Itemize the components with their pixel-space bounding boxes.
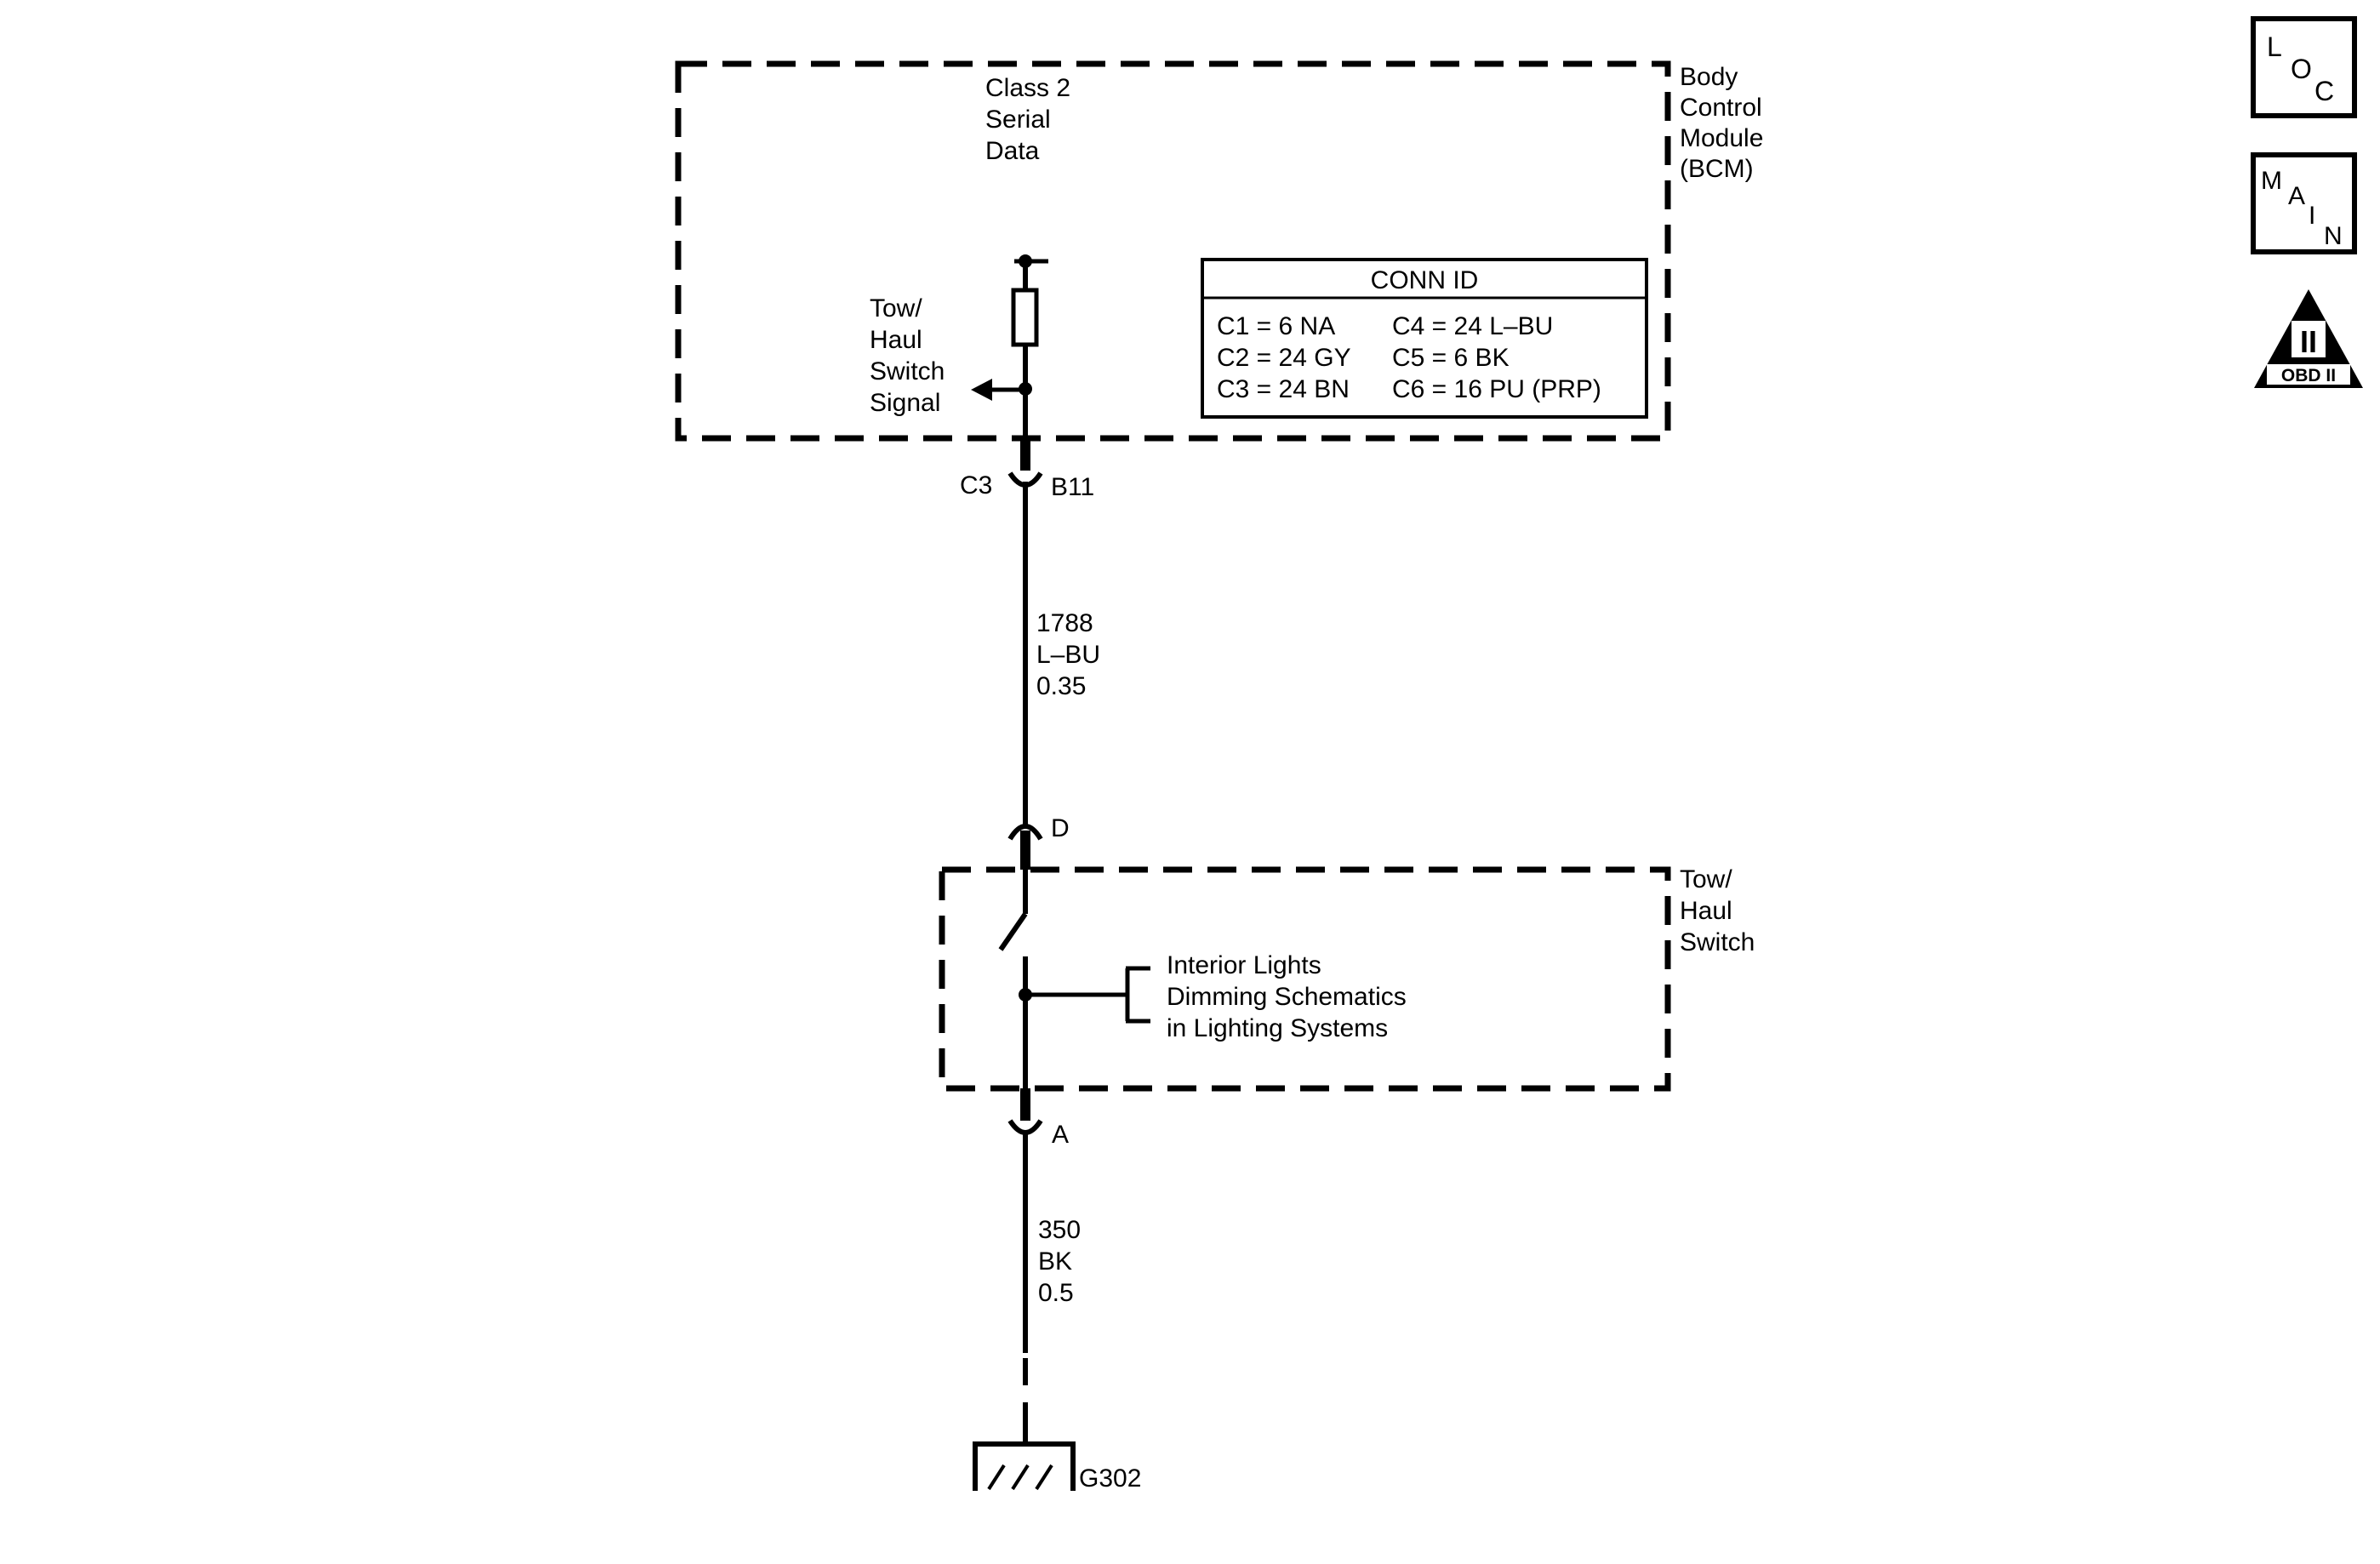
bcm-outline [675, 60, 1671, 442]
conn-id-table: CONN ID C1 = 6 NA C4 = 24 L–BU C2 = 24 G… [1201, 258, 1648, 419]
conn-id-cell: C2 = 24 GY [1217, 344, 1351, 372]
pin-a-label: A [1052, 1121, 1069, 1149]
obd-ii-icon[interactable]: II OBD II [2254, 289, 2363, 388]
svg-text:N: N [2324, 222, 2343, 250]
switch-name: Tow/ Haul Switch [1680, 865, 1755, 956]
switch-symbol [998, 868, 1127, 1093]
wire-350-label: 350 BK 0.5 [1038, 1216, 1087, 1307]
loc-icon[interactable]: L O C [2251, 16, 2357, 118]
conn-id-cell: C6 = 16 PU (PRP) [1392, 375, 1601, 403]
serial-data-label: Class 2 Serial Data [985, 74, 1077, 165]
ground-icon [973, 1430, 1076, 1491]
conn-id-cell: C5 = 6 BK [1392, 344, 1510, 372]
svg-text:II: II [2300, 324, 2317, 359]
svg-text:C: C [2314, 76, 2334, 106]
switch-outline [939, 866, 1671, 1092]
bcm-connector-c3 [1007, 438, 1043, 488]
switch-connector-a [1007, 1088, 1043, 1135]
svg-text:O: O [2291, 54, 2312, 84]
bcm-name: Body Control Module (BCM) [1680, 63, 1771, 183]
switch-connector-d [1007, 824, 1043, 870]
svg-text:L: L [2267, 31, 2282, 62]
svg-text:I: I [2309, 202, 2315, 230]
conn-id-cell: C4 = 24 L–BU [1392, 312, 1553, 340]
signal-arrow-icon [971, 379, 1025, 401]
bcm-resistor-symbol [1011, 254, 1048, 442]
wire-1788-label: 1788 L–BU 0.35 [1036, 609, 1107, 700]
pin-d-label: D [1051, 814, 1070, 842]
ground-label: G302 [1079, 1464, 1141, 1493]
reference-bracket-icon [1125, 966, 1150, 1024]
svg-text:OBD II: OBD II [2281, 366, 2336, 385]
conn-id-cell: C3 = 24 BN [1217, 375, 1350, 403]
svg-text:M: M [2261, 167, 2282, 195]
conn-id-cell: C1 = 6 NA [1217, 312, 1335, 340]
connector-pin-label: B11 [1051, 473, 1094, 501]
connector-id-label: C3 [960, 471, 992, 499]
svg-text:A: A [2288, 182, 2305, 210]
tow-haul-signal-label: Tow/ Haul Switch Signal [870, 294, 952, 417]
main-icon[interactable]: M A I N [2251, 152, 2357, 254]
reference-link[interactable]: Interior Lights Dimming Schematics in Li… [1167, 951, 1413, 1042]
conn-id-title: CONN ID [1371, 266, 1479, 294]
